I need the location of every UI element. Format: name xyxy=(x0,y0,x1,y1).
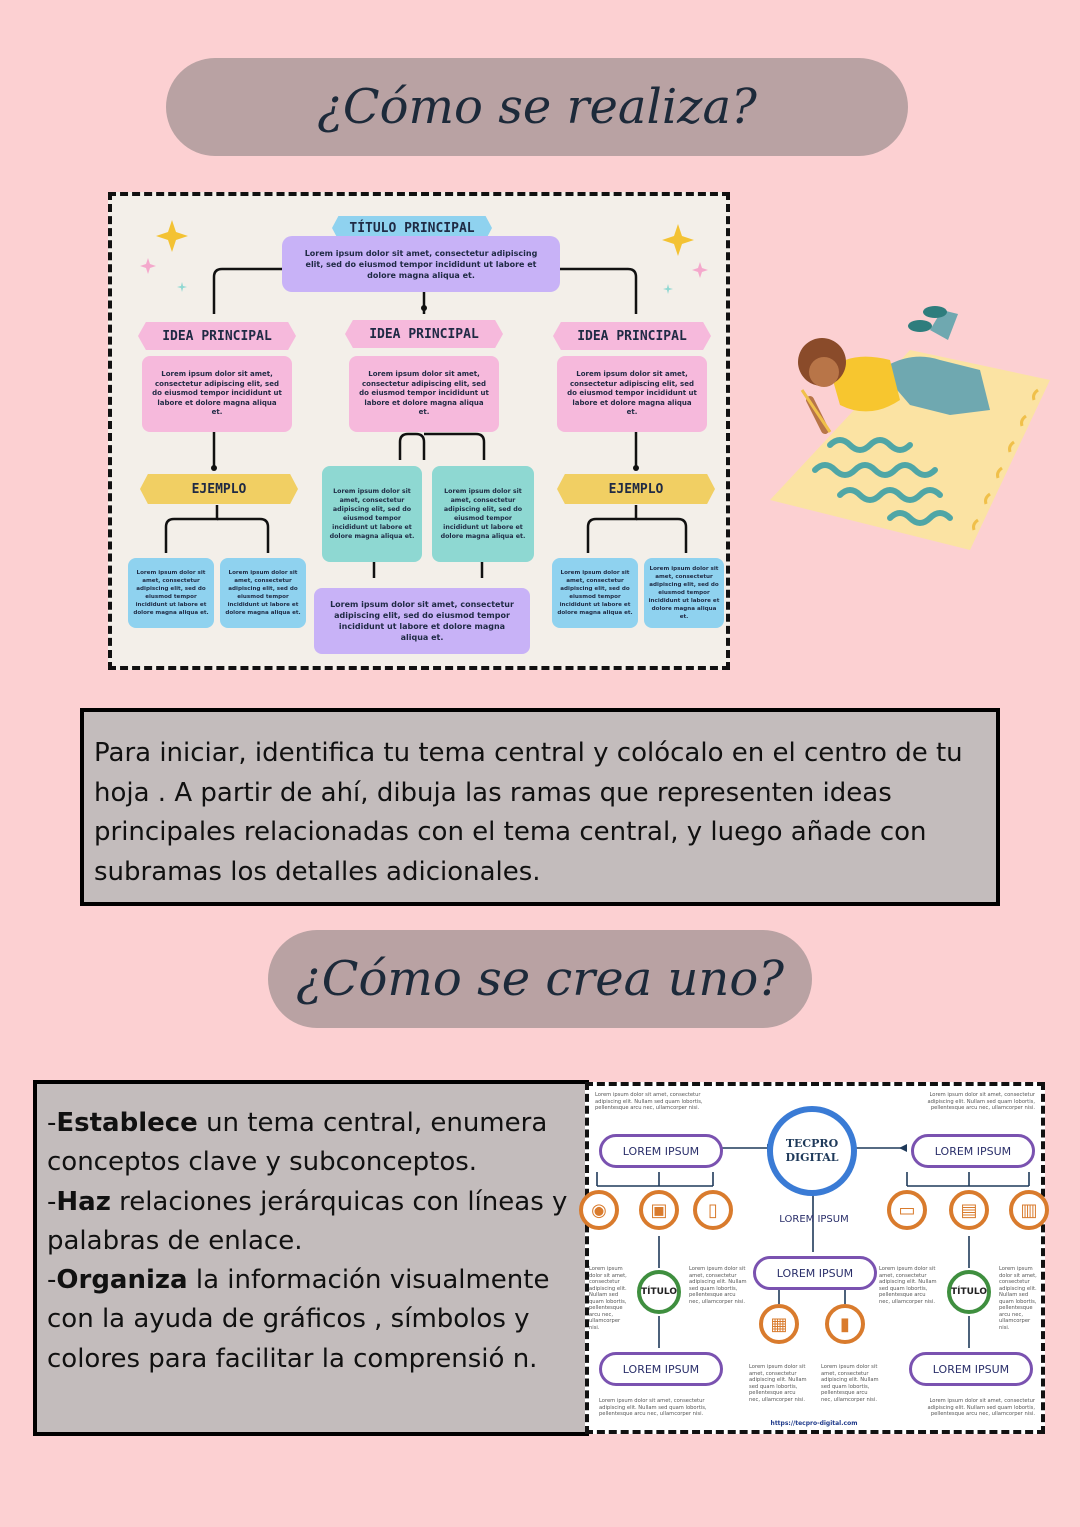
section-title-como-se-realiza: ¿Cómo se realiza? xyxy=(166,58,908,156)
titulo-node-left: TÍTULO xyxy=(637,1270,681,1314)
idea-text-center: Lorem ipsum dolor sit amet, consectetur … xyxy=(349,356,499,432)
lorem-node-center: LOREM IPSUM xyxy=(753,1256,877,1290)
lorem-node-bottom-right: LOREM IPSUM xyxy=(909,1352,1033,1386)
center-node-label: TECPRO DIGITAL xyxy=(785,1137,839,1164)
tiny-note-bottom-center-2: Lorem ipsum dolor sit amet, consectetur … xyxy=(821,1364,879,1403)
lorem-node-top-right: LOREM IPSUM xyxy=(911,1134,1035,1168)
intro-paragraph-box: Para iniciar, identifica tu tema central… xyxy=(80,708,1000,906)
tiny-note-bottom-left: Lorem ipsum dolor sit amet, consectetur … xyxy=(599,1398,707,1417)
blue-card-4: Lorem ipsum dolor sit amet, consectetur … xyxy=(644,558,724,628)
child-writing-illustration xyxy=(770,306,1050,550)
desktop-icon: ▤ xyxy=(949,1190,989,1230)
tiny-note-right-mid: Lorem ipsum dolor sit amet, consectetur … xyxy=(879,1266,937,1305)
step-item: -Establece un tema central, enumera conc… xyxy=(47,1108,548,1178)
connector-lines xyxy=(140,220,708,578)
source-url: https://tecpro-digital.com xyxy=(770,1420,858,1427)
lorem-node-bottom-left: LOREM IPSUM xyxy=(599,1352,723,1386)
tiny-note-left-mid: Lorem ipsum dolor sit amet, consectetur … xyxy=(589,1266,627,1331)
camera-icon: ▣ xyxy=(639,1190,679,1230)
radio-icon: ▦ xyxy=(759,1304,799,1344)
example-label-right: EJEMPLO xyxy=(557,474,715,504)
tiny-note-top-right: Lorem ipsum dolor sit amet, consectetur … xyxy=(927,1092,1035,1111)
tiny-note-right-mid2: Lorem ipsum dolor sit amet, consectetur … xyxy=(999,1266,1037,1331)
sparkle-icons xyxy=(156,220,694,256)
section-title-como-se-crea: ¿Cómo se crea uno? xyxy=(268,930,812,1028)
idea-label-left: IDEA PRINCIPAL xyxy=(138,322,296,350)
blue-card-1: Lorem ipsum dolor sit amet, consectetur … xyxy=(128,558,214,628)
lorem-label-center: LOREM IPSUM xyxy=(779,1214,849,1225)
teal-card-2: Lorem ipsum dolor sit amet, consectetur … xyxy=(432,466,534,562)
section-title-text: ¿Cómo se crea uno? xyxy=(296,951,784,1007)
phone-icon: ▯ xyxy=(693,1190,733,1230)
idea-label-right: IDEA PRINCIPAL xyxy=(553,322,711,350)
idea-text-left: Lorem ipsum dolor sit amet, consectetur … xyxy=(142,356,292,432)
tiny-note-bottom-center-1: Lorem ipsum dolor sit amet, consectetur … xyxy=(749,1364,807,1403)
blue-card-3: Lorem ipsum dolor sit amet, consectetur … xyxy=(552,558,638,628)
step-item: -Haz relaciones jerárquicas con líneas y… xyxy=(47,1186,568,1256)
tecpro-concept-map-image: Lorem ipsum dolor sit amet, consectetur … xyxy=(579,1082,1049,1434)
webcam-icon: ◉ xyxy=(579,1190,619,1230)
main-title-text: Lorem ipsum dolor sit amet, consectetur … xyxy=(282,236,560,292)
idea-label-center: IDEA PRINCIPAL xyxy=(345,320,503,348)
printer-icon: ▥ xyxy=(1009,1190,1049,1230)
center-node: TECPRO DIGITAL xyxy=(767,1106,857,1196)
titulo-node-right: TÍTULO xyxy=(947,1270,991,1314)
writing-lines xyxy=(812,437,953,526)
tiny-note-top-left: Lorem ipsum dolor sit amet, consectetur … xyxy=(595,1092,703,1111)
laptop-icon: ▭ xyxy=(887,1190,927,1230)
tiny-note-bottom-right: Lorem ipsum dolor sit amet, consectetur … xyxy=(927,1398,1035,1417)
lorem-node-top-left: LOREM IPSUM xyxy=(599,1134,723,1168)
teal-card-1: Lorem ipsum dolor sit amet, consectetur … xyxy=(322,466,422,562)
bottom-card: Lorem ipsum dolor sit amet, consectetur … xyxy=(314,588,530,654)
section-title-text: ¿Cómo se realiza? xyxy=(317,79,757,135)
concept-map-template-image: TÍTULO PRINCIPAL Lorem ipsum dolor sit a… xyxy=(108,192,730,670)
usb-drive-icon: ▮ xyxy=(825,1304,865,1344)
intro-paragraph: Para iniciar, identifica tu tema central… xyxy=(94,738,963,887)
example-label-left: EJEMPLO xyxy=(140,474,298,504)
tiny-note-left-mid2: Lorem ipsum dolor sit amet, consectetur … xyxy=(689,1266,747,1305)
idea-text-right: Lorem ipsum dolor sit amet, consectetur … xyxy=(557,356,707,432)
steps-box: -Establece un tema central, enumera conc… xyxy=(33,1080,589,1436)
step-item: -Organiza la información visualmente con… xyxy=(47,1265,550,1374)
blue-card-2: Lorem ipsum dolor sit amet, consectetur … xyxy=(220,558,306,628)
